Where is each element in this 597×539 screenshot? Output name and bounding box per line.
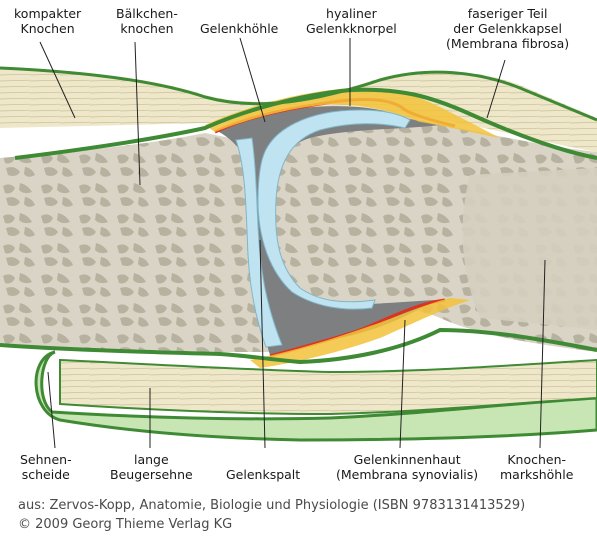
label-line: kompakter — [14, 6, 81, 21]
label-line: Beugersehne — [110, 467, 193, 482]
caption-source: aus: Zervos-Kopp, Anatomie, Biologie und… — [18, 498, 525, 513]
label-line: Gelenkhöhle — [200, 21, 278, 36]
label-line: (Membrana fibrosa) — [446, 36, 569, 51]
label-faseriger-teil: faseriger Teil der Gelenkkapsel (Membran… — [446, 6, 569, 51]
label-line: hyaliner — [306, 6, 397, 21]
label-gelenkspalt: Gelenkspalt — [226, 467, 300, 482]
label-gelenkinnenhaut: Gelenkinnenhaut (Membrana synovialis) — [336, 452, 478, 482]
label-line: Gelenkknorpel — [306, 21, 397, 36]
label-line: Gelenkspalt — [226, 467, 300, 482]
label-line: Sehnen- — [20, 452, 72, 467]
label-line: lange — [110, 452, 193, 467]
label-kompakter-knochen: kompakter Knochen — [14, 6, 81, 36]
label-hyaliner-gelenkknorpel: hyaliner Gelenkknorpel — [306, 6, 397, 36]
caption-copyright: © 2009 Georg Thieme Verlag KG — [18, 517, 232, 532]
label-line: Knochen- — [500, 452, 573, 467]
label-line: markshöhle — [500, 467, 573, 482]
label-line: knochen — [116, 21, 178, 36]
label-line: Bälkchen- — [116, 6, 178, 21]
label-sehnenscheide: Sehnen- scheide — [20, 452, 72, 482]
label-line: Gelenkinnenhaut — [336, 452, 478, 467]
label-line: (Membrana synovialis) — [336, 467, 478, 482]
joint-diagram — [0, 0, 597, 480]
label-knochenmarkshoehle: Knochen- markshöhle — [500, 452, 573, 482]
label-gelenkhoehle: Gelenkhöhle — [200, 21, 278, 36]
label-line: faseriger Teil — [446, 6, 569, 21]
label-line: Knochen — [14, 21, 81, 36]
marrow-cavity — [463, 168, 597, 330]
label-line: scheide — [20, 467, 72, 482]
label-line: der Gelenkkapsel — [446, 21, 569, 36]
label-baelkchenknochen: Bälkchen- knochen — [116, 6, 178, 36]
label-lange-beugersehne: lange Beugersehne — [110, 452, 193, 482]
